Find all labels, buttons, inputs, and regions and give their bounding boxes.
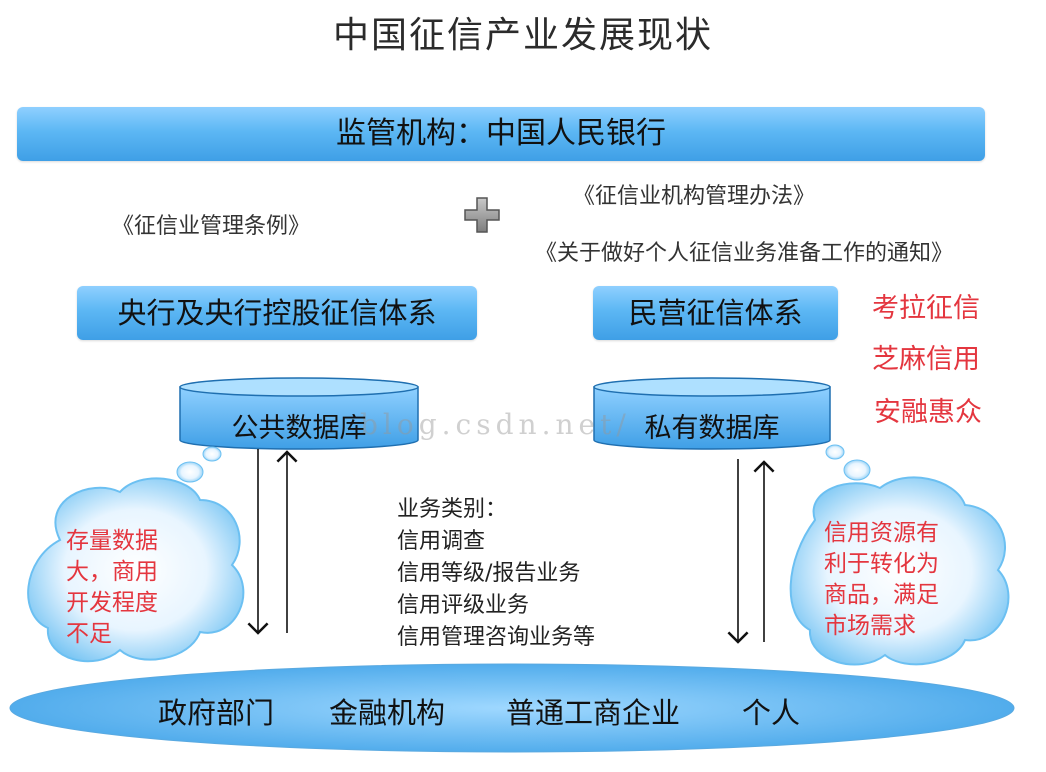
- user-enterprise: 普通工商企业: [506, 696, 681, 730]
- regulator-bar: 监管机构：中国人民银行: [17, 107, 985, 161]
- right-cloud: [789, 444, 1010, 666]
- business-list: 业务类别： 信用调查 信用等级/报告业务 信用评级业务 信用管理咨询业务等: [397, 494, 595, 654]
- watermark: blog.csdn.net/: [360, 408, 631, 441]
- right-cloud-line: 商品，满足: [824, 582, 939, 608]
- private-database-label: 私有数据库: [644, 413, 780, 444]
- business-heading: 业务类别：: [397, 497, 508, 522]
- right-cloud-line: 市场需求: [824, 613, 916, 639]
- private-database-cylinder: [593, 377, 831, 450]
- plus-icon: [462, 195, 502, 235]
- central-system-bar: 央行及央行控股征信体系: [77, 286, 477, 340]
- company-anrong: 安融惠众: [874, 397, 982, 428]
- company-kaola: 考拉征信: [872, 293, 980, 324]
- business-item: 信用等级/报告业务: [397, 561, 581, 586]
- public-database-cylinder: [179, 377, 419, 450]
- business-item: 信用评级业务: [397, 593, 530, 618]
- page-title: 中国征信产业发展现状: [332, 15, 713, 56]
- left-cloud-line: 大，商用: [66, 559, 158, 585]
- doc-right-1: 《征信业机构管理办法》: [573, 184, 816, 209]
- user-government: 政府部门: [158, 696, 275, 730]
- users-ellipse: [9, 663, 1015, 753]
- left-cloud-line: 开发程度: [66, 590, 158, 616]
- right-cloud-line: 利于转化为: [824, 551, 939, 577]
- private-system-bar: 民营征信体系: [593, 286, 838, 340]
- left-cloud-text: 存量数据 大，商用 开发程度 不足: [66, 526, 158, 650]
- doc-left: 《征信业管理条例》: [112, 214, 311, 239]
- left-cloud-line: 存量数据: [66, 528, 158, 554]
- left-cloud-line: 不足: [66, 621, 112, 647]
- right-cloud-line: 信用资源有: [824, 520, 939, 546]
- business-item: 信用管理咨询业务等: [397, 625, 596, 650]
- user-individual: 个人: [742, 696, 801, 730]
- right-cloud-text: 信用资源有 利于转化为 商品，满足 市场需求: [824, 518, 939, 642]
- user-financial: 金融机构: [329, 696, 446, 730]
- business-item: 信用调查: [397, 529, 486, 554]
- company-zhima: 芝麻信用: [872, 344, 980, 375]
- public-database-label: 公共数据库: [231, 413, 367, 444]
- left-cloud: [27, 446, 245, 663]
- doc-right-2: 《关于做好个人征信业务准备工作的通知》: [535, 241, 954, 266]
